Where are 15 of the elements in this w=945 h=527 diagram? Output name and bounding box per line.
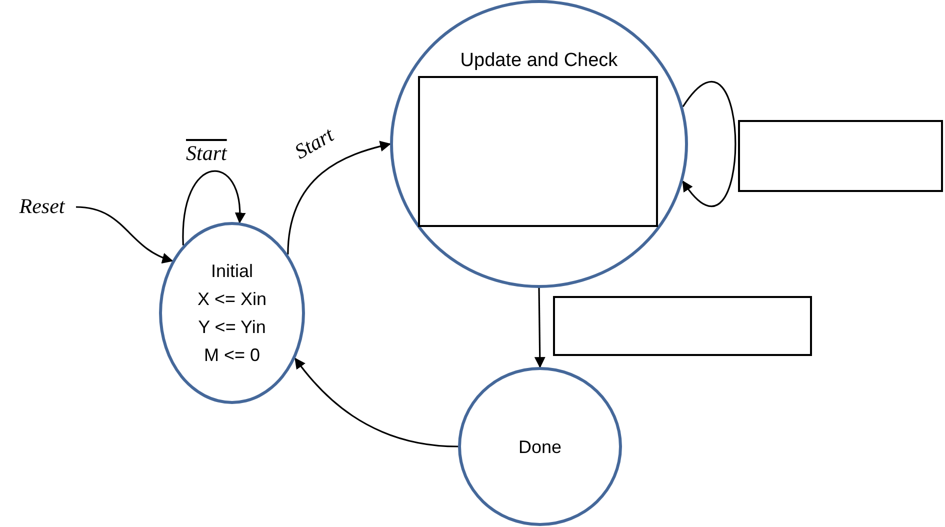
empty-box xyxy=(553,296,812,356)
state-label: Update and Check xyxy=(459,49,619,73)
arrow xyxy=(534,288,546,368)
arrow xyxy=(287,140,392,255)
assignment-text: Y <= Yin xyxy=(198,316,266,339)
arrow xyxy=(294,358,458,448)
state-label: Initial xyxy=(210,260,254,283)
assignment-text: X <= Xin xyxy=(197,288,267,311)
input-label: Reset xyxy=(19,193,65,220)
arrow xyxy=(682,81,736,207)
empty-box xyxy=(418,76,658,227)
arrow xyxy=(76,206,174,263)
empty-box xyxy=(738,120,943,192)
assignment-text: M <= 0 xyxy=(204,344,260,367)
state-label: Done xyxy=(518,436,562,458)
